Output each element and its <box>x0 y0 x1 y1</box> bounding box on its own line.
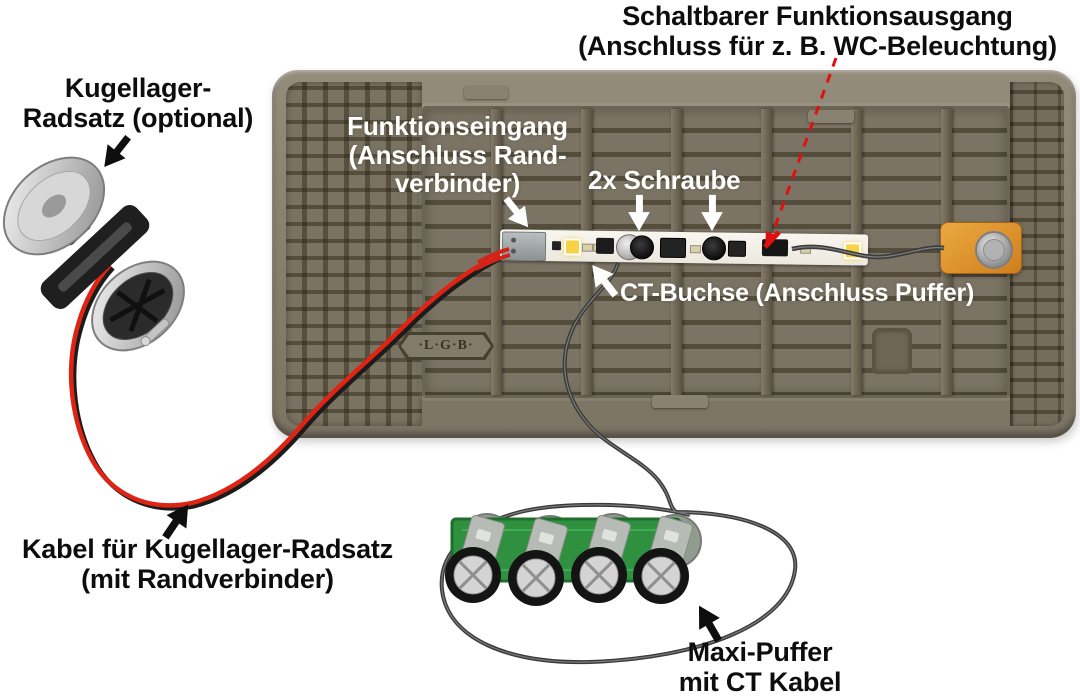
label-maxi-puffer: Maxi-Puffer mit CT Kabel <box>615 637 905 697</box>
ic-chip <box>727 240 747 257</box>
label-line: (mit Randverbinder) <box>81 563 334 594</box>
resistor <box>689 245 702 254</box>
arrow-down-icon <box>620 194 658 232</box>
contact-block <box>940 222 1022 274</box>
axle-pin <box>140 318 170 347</box>
label-kugellager: Kugellager- Radsatz (optional) <box>8 73 268 133</box>
label-line: Kugellager- <box>64 73 212 103</box>
label-line: Schaltbarer Funktionsausgang <box>622 1 1013 31</box>
label-kabel: Kabel für Kugellager-Radsatz (mit Randve… <box>0 534 415 594</box>
lgb-brand-badge-text: ·L·G·B· <box>401 335 491 357</box>
label-funktionsausgang: Schaltbarer Funktionsausgang (Anschluss … <box>555 1 1080 61</box>
arrow-down-icon <box>693 194 731 232</box>
label-line: (Anschluss für z. B. WC-Beleuchtung) <box>578 30 1057 61</box>
function-input-connector <box>501 231 547 262</box>
mounting-screw-1 <box>629 235 655 260</box>
floor-clip-tab <box>464 86 508 99</box>
floor-clip-tab <box>652 395 708 408</box>
led <box>843 242 862 260</box>
label-line: Maxi-Puffer <box>687 637 833 667</box>
label-schraube: 2x Schraube <box>588 165 741 195</box>
buffer-board <box>450 513 702 583</box>
capacitor <box>571 515 631 603</box>
mounting-screw-2 <box>701 236 727 261</box>
floor-clip-tab <box>808 110 854 123</box>
contact-screw <box>975 231 1013 269</box>
arrow-up-right-icon <box>148 492 206 550</box>
led-pcb-strip <box>499 229 869 266</box>
arrow-down-right-icon <box>490 186 543 239</box>
led <box>563 238 582 256</box>
lgb-brand-badge: ·L·G·B· <box>398 332 494 360</box>
label-line: Funktionseingang <box>347 111 568 141</box>
ct-socket <box>595 237 615 255</box>
contact-screw-head <box>983 239 1005 261</box>
arrow-down-left-icon <box>88 124 144 180</box>
resistor <box>799 245 812 254</box>
label-line: (Anschluss Rand- <box>348 139 567 170</box>
label-line: verbinder) <box>394 168 521 199</box>
label-line: mit CT Kabel <box>678 666 842 697</box>
capacitor <box>508 518 568 606</box>
embossed-crest <box>872 328 912 374</box>
capacitor <box>633 516 693 604</box>
label-ct-buchse: CT-Buchse (Anschluss Puffer) <box>620 279 975 307</box>
label-funktionseingang: Funktionseingang (Anschluss Rand- verbin… <box>330 112 585 198</box>
wheelset <box>2 156 185 352</box>
capacitor <box>445 515 505 603</box>
wheel-back <box>91 260 185 352</box>
label-line: Kabel für Kugellager-Radsatz <box>22 534 393 564</box>
smd-chip <box>551 241 562 251</box>
label-line: Radsatz (optional) <box>22 102 254 133</box>
function-output-connector <box>761 239 789 257</box>
ic-chip <box>659 237 687 259</box>
resistor <box>581 243 594 252</box>
